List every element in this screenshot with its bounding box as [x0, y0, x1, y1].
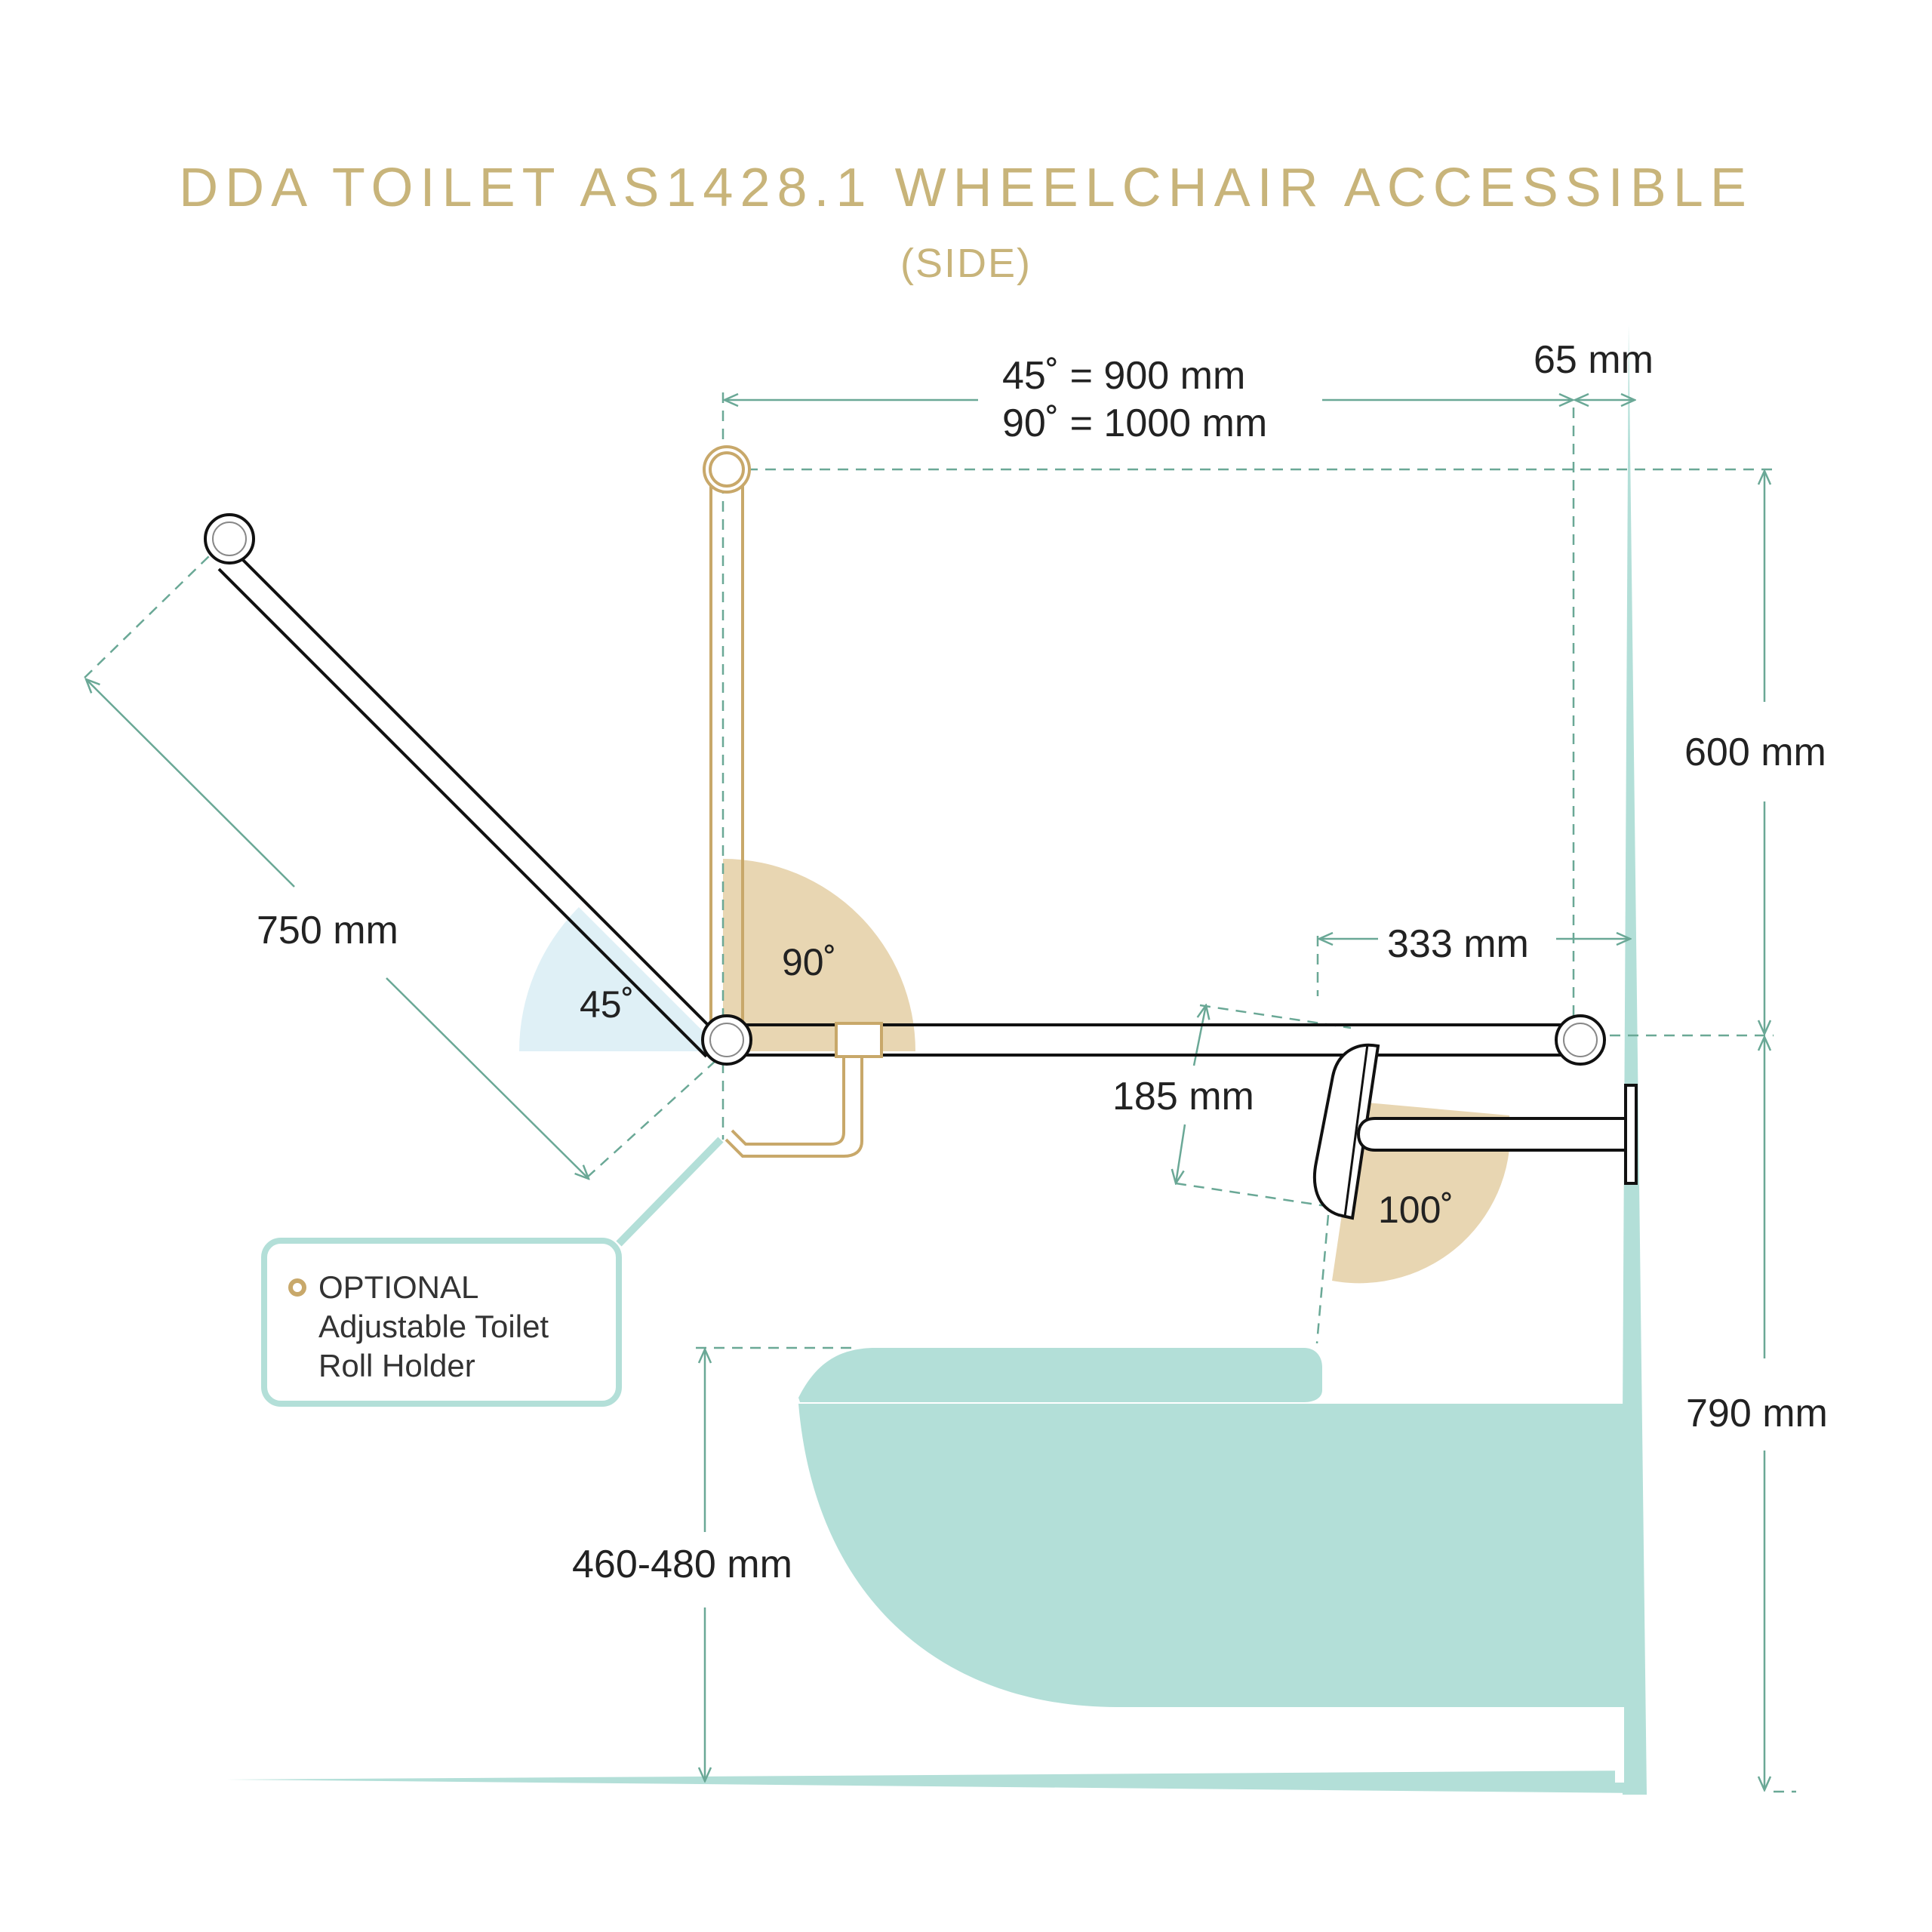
label-angle-100: 100˚ — [1378, 1189, 1454, 1231]
label-seat-to-wall: 333 mm — [1387, 922, 1529, 966]
note-line-2: Adjustable Toilet — [318, 1309, 549, 1344]
pan-base-strip — [1615, 1707, 1624, 1783]
callout-box — [261, 1238, 622, 1407]
page-subtitle: (SIDE) — [900, 241, 1032, 286]
dim-angled-rail-bottom — [386, 977, 589, 1179]
label-backrest-width: 185 mm — [1112, 1075, 1254, 1118]
label-wall-gap: 65 mm — [1534, 338, 1654, 382]
callout-leader — [616, 1137, 724, 1247]
label-rail-height: 790 mm — [1686, 1392, 1828, 1435]
grab-rails — [204, 513, 1606, 1066]
label-rail-length-45: 45˚ = 900 mm — [1002, 354, 1245, 398]
label-angled-rail-length: 750 mm — [257, 909, 398, 952]
page-title: DDA TOILET AS1428.1 WHEELCHAIR ACCESSIBL… — [179, 158, 1753, 218]
toilet-seat — [798, 1348, 1322, 1402]
label-seat-height: 460-480 mm — [572, 1543, 792, 1586]
dim-angled-rail-top — [86, 679, 295, 888]
backrest — [1312, 1043, 1638, 1220]
toilet-pan — [798, 1404, 1629, 1707]
note-line-3: Roll Holder — [318, 1348, 475, 1383]
label-rail-length-90: 90˚ = 1000 mm — [1002, 401, 1267, 445]
floor — [226, 1770, 1638, 1793]
note-line-1: OPTIONAL — [318, 1269, 478, 1305]
label-angle-90: 90˚ — [782, 941, 836, 983]
dimension-lines — [86, 400, 1764, 1790]
dim-backrest-bottom — [1176, 1124, 1186, 1183]
label-upper-height: 600 mm — [1684, 731, 1826, 774]
pan-base — [1623, 1707, 1632, 1775]
label-angle-45: 45˚ — [580, 983, 634, 1026]
angle-90-sector — [723, 859, 915, 1051]
angle-45-sector — [518, 907, 723, 1051]
optional-dot-icon — [288, 1278, 306, 1297]
